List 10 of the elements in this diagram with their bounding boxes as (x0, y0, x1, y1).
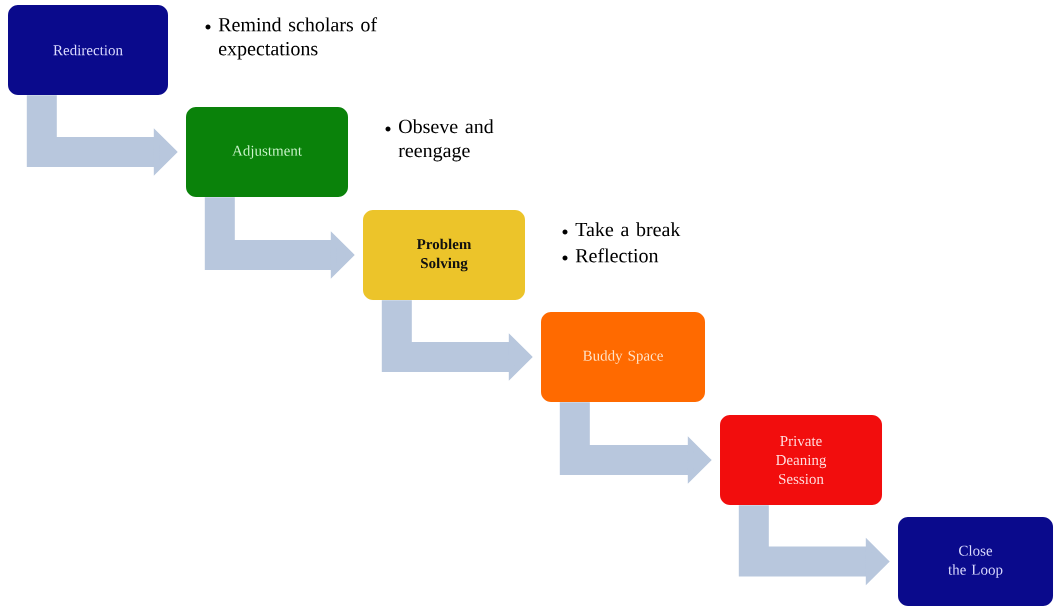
bullet-item: Obseve and reengage (398, 119, 494, 162)
process-box: Private Deaning Session (720, 415, 882, 505)
process-box: Buddy Space (541, 312, 705, 402)
process-box: Redirection (8, 5, 168, 95)
bullet-item: Reflection (575, 248, 659, 263)
bullet-item: Remind scholars of expectations (218, 17, 378, 60)
process-box: Problem Solving (363, 210, 525, 300)
process-box: Close the Loop (898, 517, 1053, 606)
process-box: Adjustment (186, 107, 348, 197)
bullet-item: Take a break (575, 222, 681, 237)
